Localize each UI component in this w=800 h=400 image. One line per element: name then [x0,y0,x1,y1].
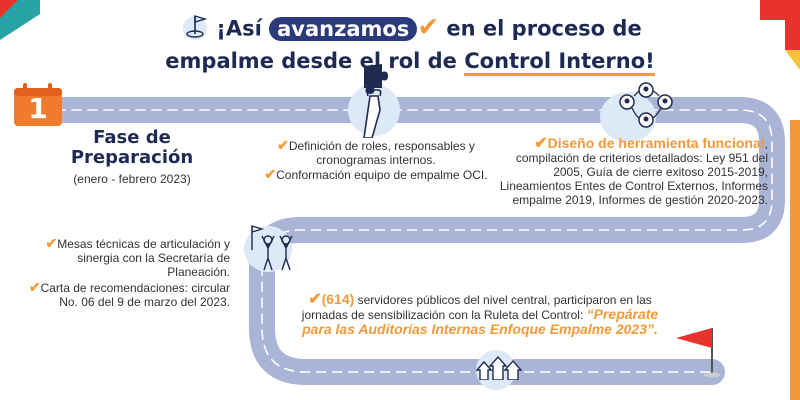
check-icon: ✔ [45,235,58,251]
check-icon: ✔ [534,135,548,152]
check-icon: ✔ [264,166,277,182]
title-underlined: Control Interno! [464,49,655,76]
tool-highlight: Diseño de herramienta funcional [547,135,765,151]
step-tool-design: ✔Diseño de herramienta funcional, compil… [499,135,768,208]
phase-dates: (enero - febrero 2023) [73,172,191,186]
check-icon: ✔ [277,137,289,153]
calendar-icon: 1 [12,82,64,128]
corner-decoration-left [0,0,40,40]
title-highlight: avanzamos [269,16,418,41]
step-servidores: ✔(614) servidores públicos del nivel cen… [301,291,659,337]
step-roles: ✔Definición de roles, responsables y cro… [264,137,488,182]
title-target-icon [178,12,212,47]
step-carta: ✔Carta de recomendaciones: circular No. … [28,279,230,309]
servidores-count: (614) [321,291,355,307]
puzzle-hand-icon [363,64,388,138]
people-raising-hands-icon [251,225,293,271]
check-icon: ✔ [28,279,41,295]
page-title: ¡Así avanzamos✔ en el proceso de empalme… [130,12,690,76]
growth-arrows-icon [476,355,522,380]
title-check-icon: ✔ [417,12,440,43]
side-stripe-right [790,120,800,400]
team-network-icon [619,82,673,128]
check-icon: ✔ [308,291,322,308]
phase-title: Fase de Preparación [70,127,194,168]
corner-decoration-right [760,0,800,50]
step-mesas: ✔Mesas técnicas de articulación y sinerg… [45,235,230,279]
finish-flag-icon [676,328,720,378]
phase-number: 1 [28,92,48,125]
servidores-quote: “Prepárate para las Auditorías Internas … [302,306,659,337]
